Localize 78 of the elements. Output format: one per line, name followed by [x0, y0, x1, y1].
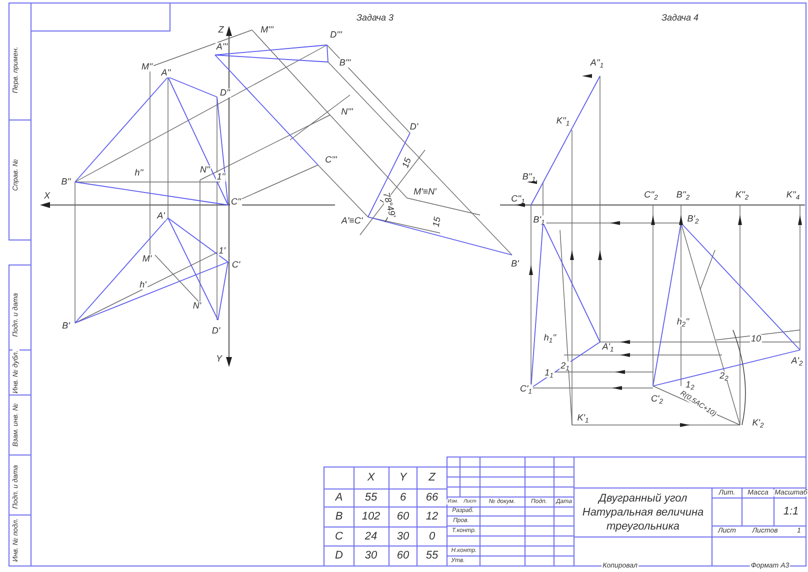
drawing-label: 66	[424, 492, 440, 504]
drawing-label: Y	[215, 354, 223, 364]
drawing-label: 1''	[216, 172, 226, 182]
drawing-label: D'	[408, 122, 420, 132]
drawing-label: h''	[134, 168, 144, 178]
drawing-label: K''$_{2}$	[734, 190, 750, 200]
drawing-label: K'$_{1}$	[576, 414, 590, 422]
drawing-title: Двугранный угол Натуральная величина треугольника	[581, 492, 705, 534]
drawing-label: M'≡N'	[412, 188, 438, 196]
drawing-label: C'$_{2}$	[650, 394, 664, 404]
drawing-label: A'$_{1}$	[601, 342, 615, 352]
drawing-label: h$_{1}$''	[542, 334, 558, 342]
drawing-label: D'	[210, 326, 222, 336]
drawing-label: C''$_{1}$	[510, 194, 526, 204]
drawing-label: Z	[428, 472, 436, 484]
drawing-label: 24	[364, 532, 378, 542]
drawing-label: 30	[364, 550, 378, 562]
drawing-label: D'''	[329, 30, 343, 40]
drawing-label: 12	[424, 512, 440, 522]
drawing-label: C''	[230, 198, 242, 206]
drawing-label: N''	[199, 166, 211, 174]
drawing-label: B'$_{1}$	[532, 216, 546, 224]
drawing-label: A'	[156, 212, 166, 220]
drawing-label: A'≡C'	[340, 216, 364, 226]
drawing-label: M'	[141, 254, 153, 264]
drawing-label: M''	[140, 62, 154, 72]
drawing-label: 55	[424, 550, 440, 562]
drawing-label: 2$_{2}$	[718, 372, 730, 380]
drawing-label: 60	[396, 550, 410, 562]
task-heading: Задача 3	[355, 14, 395, 22]
drawing-label: Z	[217, 26, 225, 34]
drawing-label: A	[334, 492, 344, 504]
drawing-label: 0	[428, 532, 436, 542]
drawing-label: D	[334, 550, 344, 562]
drawing-label: 2$_{1}$	[560, 362, 570, 370]
drawing-label: B	[334, 512, 344, 522]
drawing-label: 10	[750, 334, 762, 344]
drawing-label: A''	[160, 68, 172, 78]
drawing-label: B''	[60, 178, 72, 186]
drawing-label: 102	[360, 512, 382, 522]
drawing-label: 55	[364, 492, 378, 504]
drawing-label: C'	[230, 260, 242, 270]
drawing-label: B'	[510, 260, 520, 268]
drawing-label: 1:1	[782, 506, 800, 518]
drawing-label: K'$_{2}$	[751, 418, 765, 428]
drawing-label: Y	[398, 472, 408, 484]
drawing-label: B'''	[338, 58, 352, 68]
drawing-label: X	[43, 192, 51, 200]
drawing-label: C'$_{1}$	[519, 384, 533, 394]
drawing-label: M'''	[260, 26, 274, 34]
drawing-label: A'$_{2}$	[790, 356, 804, 366]
drawing-label: 1$_{1}$	[544, 368, 554, 378]
drawing-label: N'''	[340, 108, 354, 116]
drawing-label: A'''	[215, 42, 229, 52]
drawing-label: N'	[192, 302, 202, 310]
drawing-label: C''$_{2}$	[643, 190, 659, 200]
drawing-label: C'''	[324, 156, 338, 164]
drawing-label: h$_{2}$''	[676, 318, 690, 326]
drawing-label: 6	[398, 492, 408, 504]
drawing-label: 60	[396, 512, 410, 522]
drawing-label: A''$_{1}$	[589, 58, 605, 68]
drawing-label: 15	[400, 156, 414, 170]
drawing-label: 78°49'	[381, 190, 397, 220]
drawing-label: K''$_{1}$	[555, 116, 571, 126]
drawing-label: 1$_{2}$	[684, 380, 696, 390]
task-heading: Задача 4	[660, 14, 700, 22]
drawing-label: h'	[138, 280, 148, 290]
drawing-label: C	[334, 532, 344, 542]
drawing-label: X	[366, 472, 376, 484]
drawing-label: B''$_{2}$	[675, 190, 691, 200]
drawing-label: K''$_{4}$	[785, 190, 801, 200]
drawing-label: B'$_{2}$	[686, 214, 700, 224]
drawing-label: D''	[219, 88, 231, 98]
drawing-label: 30	[396, 532, 410, 542]
drawing-label: B''$_{1}$	[521, 172, 537, 182]
drawing-label: B'	[61, 322, 71, 330]
drawing-label: 1'	[218, 246, 226, 256]
drawing-label: 15	[432, 215, 442, 229]
